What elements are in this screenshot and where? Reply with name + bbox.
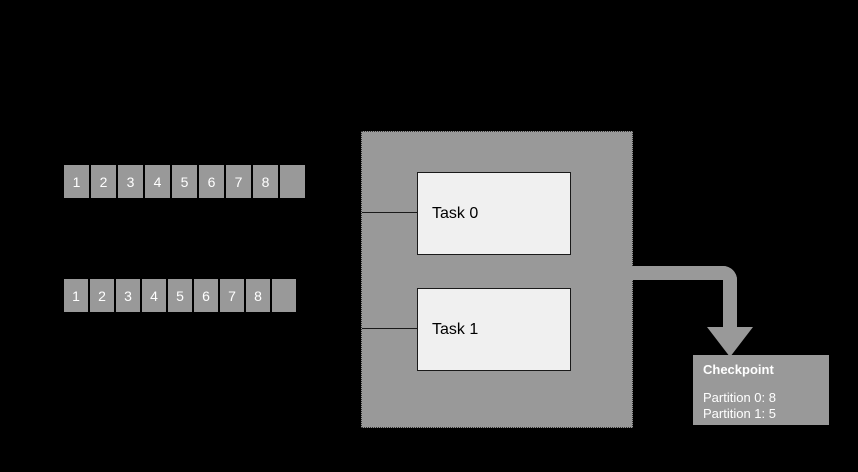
connector-line-task-1 — [362, 328, 418, 329]
stream-cell: 7 — [220, 279, 244, 312]
stream-cell-empty — [272, 279, 296, 312]
checkpoint-partition-line: Partition 0: 8 — [703, 390, 776, 405]
task-label: Task 0 — [432, 204, 479, 222]
checkpoint-title: Checkpoint — [703, 362, 774, 377]
stream-cell: 3 — [118, 165, 143, 198]
stream-cell: 7 — [226, 165, 251, 198]
task-label: Task 1 — [432, 320, 479, 338]
stream-cell: 8 — [253, 165, 278, 198]
task-box-0: Task 0 — [417, 172, 571, 255]
stream-cell: 4 — [142, 279, 166, 312]
checkpoint-box: Checkpoint Partition 0: 8 Partition 1: 5 — [693, 355, 829, 425]
connector-line-task-0 — [362, 212, 418, 213]
stream-cell: 1 — [64, 279, 88, 312]
checkpoint-partition-line: Partition 1: 5 — [703, 406, 776, 421]
checkpoint-lines: Partition 0: 8 Partition 1: 5 — [703, 390, 829, 422]
checkpoint-arrow-icon — [632, 266, 753, 357]
partition-0-stream: 1 2 3 4 5 6 7 8 — [64, 165, 307, 198]
partition-1-stream: 1 2 3 4 5 6 7 8 — [64, 279, 298, 312]
stream-cell: 8 — [246, 279, 270, 312]
stream-cell: 2 — [90, 279, 114, 312]
stream-cell: 6 — [199, 165, 224, 198]
stream-cell: 6 — [194, 279, 218, 312]
stream-cell: 5 — [168, 279, 192, 312]
stream-cell: 2 — [91, 165, 116, 198]
stream-cell: 3 — [116, 279, 140, 312]
task-box-1: Task 1 — [417, 288, 571, 371]
stream-cell: 4 — [145, 165, 170, 198]
stream-cell: 1 — [64, 165, 89, 198]
stream-cell: 5 — [172, 165, 197, 198]
stream-cell-empty — [280, 165, 305, 198]
